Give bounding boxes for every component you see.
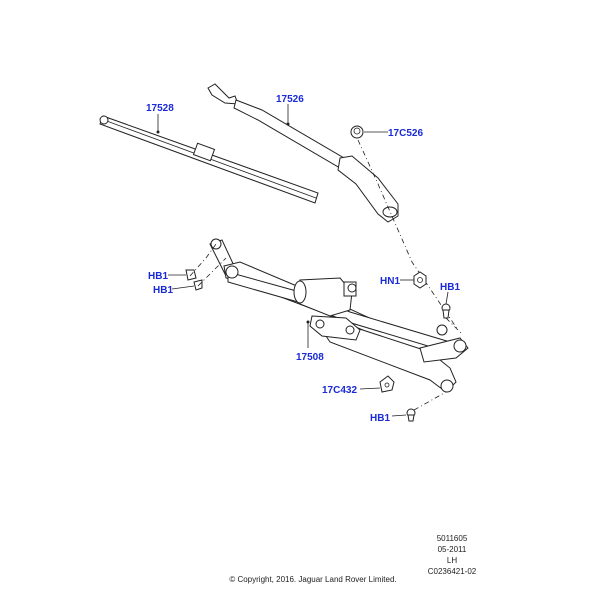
- leader-hb1-d: [391, 414, 407, 417]
- drawing-code: C0236421-02: [428, 567, 477, 576]
- callout-hn1[interactable]: HN1: [380, 276, 400, 287]
- callout-hb1-d[interactable]: HB1: [370, 413, 390, 424]
- nut-hn1[interactable]: [413, 271, 427, 289]
- centreline-bottom: [413, 391, 447, 411]
- bolt-hb1-left-lower[interactable]: [193, 279, 203, 291]
- wiper-blade[interactable]: [99, 115, 319, 204]
- wiper-arm[interactable]: [207, 83, 399, 223]
- leader-dot-17508: [306, 320, 310, 324]
- leader-dot-17528: [156, 130, 160, 134]
- leader-dot-17526: [286, 122, 290, 126]
- leader-hb1-c: [445, 291, 449, 305]
- callout-hb1-a[interactable]: HB1: [148, 271, 168, 282]
- wiper-linkage[interactable]: [209, 238, 469, 393]
- bracket-17c432[interactable]: [379, 375, 395, 393]
- callout-17C526[interactable]: 17C526: [388, 128, 423, 139]
- leader-17C432: [359, 387, 381, 390]
- ref-number: 5011605: [437, 534, 468, 543]
- leader-hb1-b: [171, 285, 195, 290]
- centreline-right: [445, 317, 463, 335]
- copyright-notice: © Copyright, 2016. Jaguar Land Rover Lim…: [229, 575, 396, 584]
- arm-nut-cover[interactable]: [350, 125, 364, 139]
- side-label: LH: [447, 556, 457, 565]
- callout-17526[interactable]: 17526: [276, 94, 304, 105]
- issue-date: 05-2011: [438, 545, 467, 554]
- callout-hb1-c[interactable]: HB1: [440, 282, 460, 293]
- callout-17528[interactable]: 17528: [146, 103, 174, 114]
- bolt-hb1-bottom[interactable]: [406, 408, 416, 422]
- callout-17508[interactable]: 17508: [296, 352, 324, 363]
- centreline-arm: [357, 139, 459, 331]
- centreline-left-a: [189, 243, 217, 277]
- callout-17C432[interactable]: 17C432: [322, 385, 357, 396]
- bolt-hb1-right-upper[interactable]: [441, 303, 451, 319]
- callout-hb1-b[interactable]: HB1: [153, 285, 173, 296]
